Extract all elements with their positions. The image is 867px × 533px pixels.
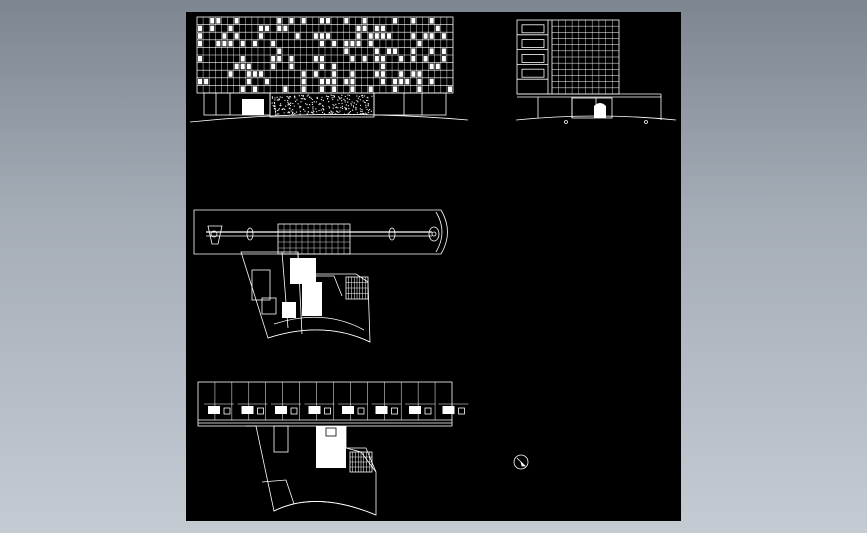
front-stone-panel bbox=[269, 92, 375, 118]
cad-viewport[interactable] bbox=[186, 12, 681, 521]
apartment-units bbox=[204, 382, 469, 420]
front-elevation bbox=[189, 16, 469, 123]
front-facade-grid bbox=[197, 17, 453, 93]
compass-circle-icon bbox=[513, 454, 529, 470]
plan-grid-core bbox=[277, 223, 351, 255]
side-facade-grid bbox=[517, 20, 619, 94]
typical-floor-plan bbox=[197, 381, 469, 516]
cad-drawing bbox=[189, 16, 677, 516]
side-elevation bbox=[515, 19, 677, 124]
first-floor-plan bbox=[193, 209, 448, 343]
